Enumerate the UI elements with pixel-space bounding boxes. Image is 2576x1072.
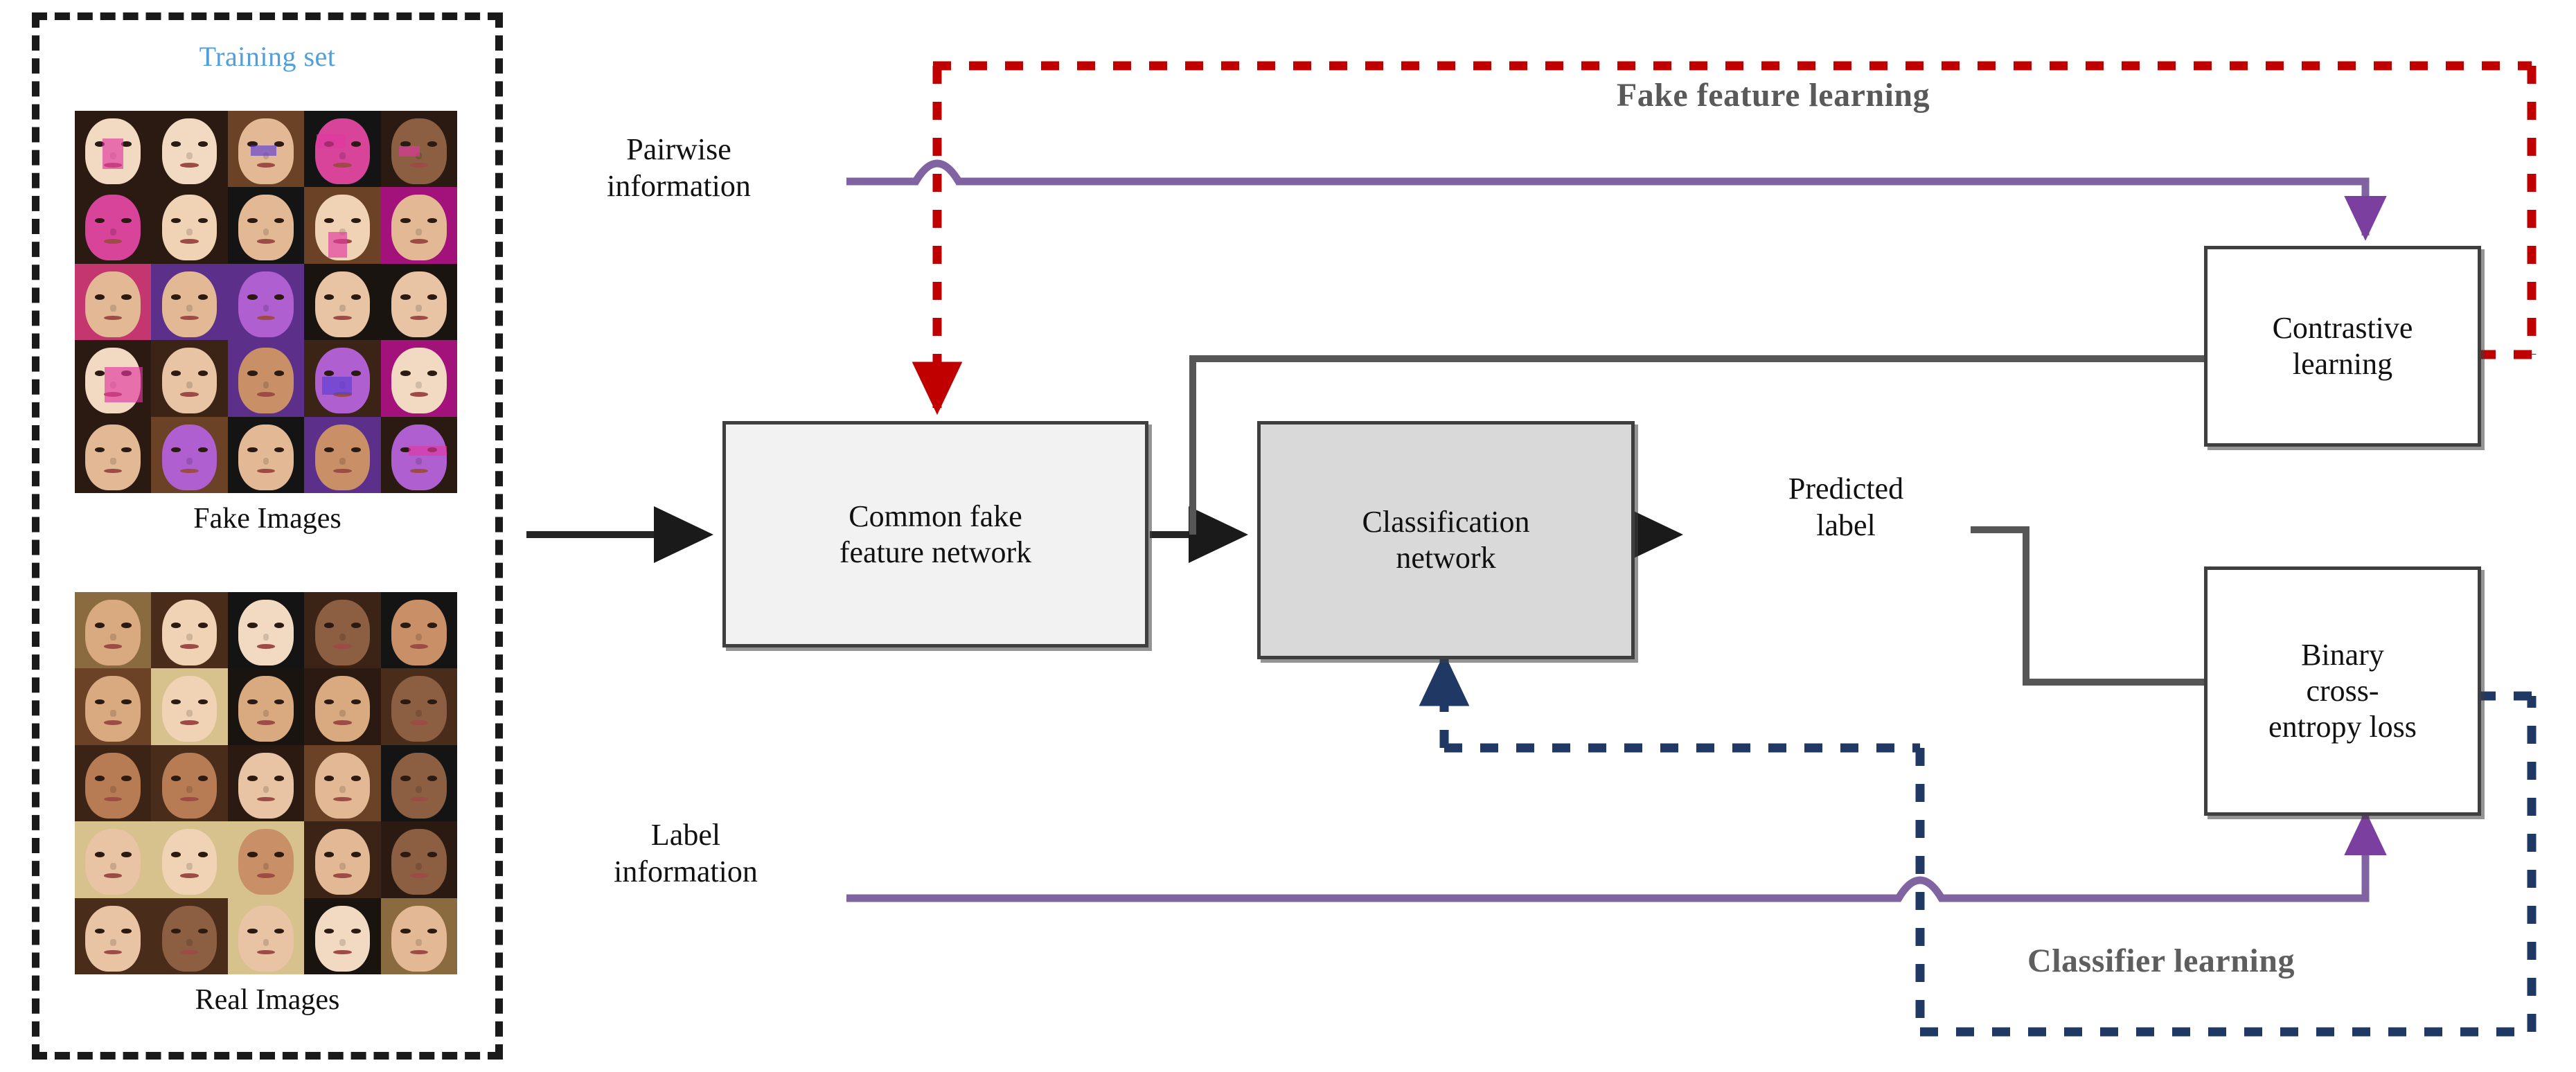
face-thumbnail: [75, 263, 152, 341]
pairwise-information-line2: information: [607, 168, 751, 203]
face-thumbnail: [380, 416, 457, 493]
face-thumbnail: [75, 416, 152, 493]
face-thumbnail: [304, 263, 381, 341]
face-thumbnail: [380, 821, 457, 898]
bce-line1: Binary: [2301, 638, 2384, 672]
face-thumbnail: [304, 111, 381, 188]
classification-line1: Classification: [1362, 505, 1530, 539]
face-thumbnail: [75, 821, 152, 898]
predicted-label-text: Predicted label: [1700, 471, 1991, 544]
face-thumbnail: [151, 416, 228, 493]
face-thumbnail: [227, 187, 305, 264]
face-thumbnail: [227, 668, 305, 745]
label-information-line2: information: [614, 854, 758, 888]
face-thumbnail: [380, 668, 457, 745]
face-thumbnail: [151, 340, 228, 417]
common-fake-line2: feature network: [839, 535, 1032, 569]
real-images-label: Real Images: [195, 984, 340, 1016]
pairwise-information-label: Pairwise information: [533, 132, 824, 205]
face-thumbnail: [227, 416, 305, 493]
face-thumbnail: [75, 111, 152, 188]
bce-line2: cross-: [2306, 674, 2379, 708]
fake-images-grid: [75, 111, 457, 493]
face-thumbnail: [75, 187, 152, 264]
face-thumbnail: [380, 340, 457, 417]
classifier-learning-title: Classifier learning: [2027, 943, 2295, 979]
face-thumbnail: [227, 111, 305, 188]
face-thumbnail: [380, 187, 457, 264]
face-thumbnail: [380, 592, 457, 669]
classification-line2: network: [1396, 541, 1496, 575]
face-thumbnail: [75, 897, 152, 974]
face-thumbnail: [380, 263, 457, 341]
face-thumbnail: [151, 744, 228, 822]
face-thumbnail: [380, 744, 457, 822]
arrow-predicted-to-bce: [1971, 526, 2306, 711]
face-thumbnail: [304, 744, 381, 822]
face-thumbnail: [151, 263, 228, 341]
face-thumbnail: [304, 821, 381, 898]
face-thumbnail: [151, 592, 228, 669]
face-thumbnail: [75, 668, 152, 745]
artifact-overlay: [250, 145, 276, 157]
predicted-label-line2: label: [1816, 508, 1876, 542]
face-thumbnail: [380, 897, 457, 974]
face-thumbnail: [227, 897, 305, 974]
artifact-overlay: [322, 376, 353, 395]
artifact-overlay: [104, 366, 143, 402]
face-thumbnail: [227, 263, 305, 341]
face-thumbnail: [304, 416, 381, 493]
artifact-overlay: [316, 134, 346, 149]
label-information-line1: Label: [650, 818, 721, 852]
face-thumbnail: [151, 897, 228, 974]
node-contrastive-learning[interactable]: Contrastive learning: [2204, 246, 2481, 447]
face-thumbnail: [304, 668, 381, 745]
real-images-grid: [75, 592, 457, 974]
training-set-title: Training set: [199, 41, 336, 72]
node-classification-network[interactable]: Classification network: [1257, 421, 1635, 659]
face-thumbnail: [75, 592, 152, 669]
face-thumbnail: [151, 821, 228, 898]
face-thumbnail: [151, 111, 228, 188]
node-common-fake-feature-network[interactable]: Common fake feature network: [722, 421, 1148, 647]
artifact-overlay: [328, 231, 348, 258]
bce-line3: entropy loss: [2268, 709, 2417, 744]
face-thumbnail: [304, 187, 381, 264]
label-information-label: Label information: [540, 817, 831, 891]
face-thumbnail: [227, 340, 305, 417]
face-thumbnail: [380, 111, 457, 188]
face-thumbnail: [304, 592, 381, 669]
label-information-line: [846, 810, 2387, 902]
face-thumbnail: [227, 821, 305, 898]
fake-feature-learning-title: Fake feature learning: [1616, 77, 1930, 114]
artifact-overlay: [102, 138, 123, 170]
artifact-overlay: [408, 446, 447, 456]
face-thumbnail: [304, 340, 381, 417]
face-thumbnail: [227, 744, 305, 822]
fake-images-label: Fake Images: [193, 503, 341, 535]
face-thumbnail: [75, 340, 152, 417]
face-thumbnail: [151, 668, 228, 745]
node-binary-cross-entropy-loss[interactable]: Binary cross- entropy loss: [2204, 566, 2481, 816]
face-thumbnail: [151, 187, 228, 264]
face-thumbnail: [75, 744, 152, 822]
face-thumbnail: [304, 897, 381, 974]
pairwise-information-line: [846, 159, 2387, 241]
predicted-label-line1: Predicted: [1788, 472, 1904, 506]
contrastive-line2: learning: [2292, 347, 2393, 381]
pairwise-information-line1: Pairwise: [626, 132, 731, 166]
common-fake-line1: Common fake: [849, 499, 1022, 533]
artifact-overlay: [399, 146, 420, 157]
arrow-common-fake-to-contrastive: [1189, 330, 2306, 535]
contrastive-line1: Contrastive: [2272, 311, 2413, 346]
face-thumbnail: [227, 592, 305, 669]
